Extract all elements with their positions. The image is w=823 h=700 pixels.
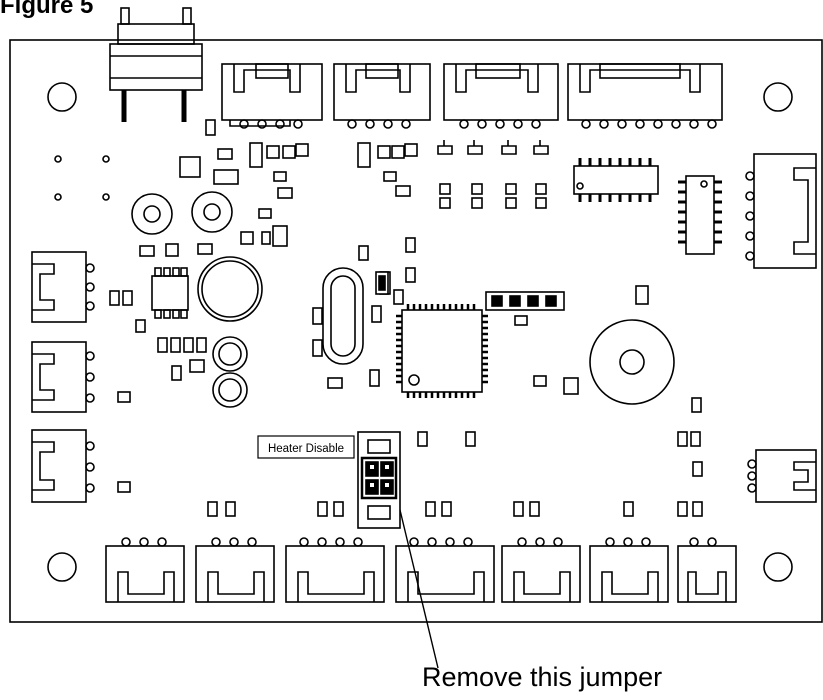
mounting-hole-icon bbox=[763, 552, 793, 582]
mounting-hole-icon bbox=[47, 552, 77, 582]
connector-icon bbox=[285, 537, 385, 603]
connector-icon bbox=[221, 63, 323, 129]
vias bbox=[54, 155, 110, 201]
mounting-hole-icon bbox=[763, 82, 793, 112]
connector-icon bbox=[567, 63, 723, 129]
connector-icon bbox=[31, 429, 95, 503]
ic-chip-icon bbox=[678, 175, 722, 255]
connector-icon bbox=[589, 537, 669, 603]
header-pins bbox=[485, 291, 565, 311]
mounting-hole-icon bbox=[47, 82, 77, 112]
connector-icon bbox=[443, 63, 559, 129]
power-connector bbox=[109, 7, 203, 122]
ic-chip-icon bbox=[573, 158, 659, 202]
connector-icon bbox=[31, 251, 95, 323]
heater-disable-jumper: Heater Disable bbox=[257, 431, 401, 529]
connector-icon bbox=[677, 537, 737, 603]
connector-icon bbox=[333, 63, 431, 129]
connector-icon bbox=[195, 537, 275, 603]
callout-text: Remove this jumper bbox=[422, 662, 663, 692]
connector-icon bbox=[105, 537, 185, 603]
capacitor-icon bbox=[131, 191, 263, 408]
connector-icon bbox=[745, 153, 817, 269]
callout-leader-line bbox=[399, 509, 439, 669]
heater-disable-label: Heater Disable bbox=[268, 443, 344, 455]
board-outline bbox=[9, 39, 823, 623]
crystal-icon bbox=[322, 267, 364, 365]
connector-icon bbox=[747, 449, 817, 503]
ic-chip-icon bbox=[396, 304, 488, 398]
connector-icon bbox=[31, 341, 95, 413]
ic-chip-icon bbox=[151, 267, 189, 319]
connector-icon bbox=[395, 537, 495, 603]
figure-label: Figure 5 bbox=[0, 0, 94, 19]
connector-icon bbox=[501, 537, 581, 603]
buzzer-icon bbox=[589, 319, 675, 405]
